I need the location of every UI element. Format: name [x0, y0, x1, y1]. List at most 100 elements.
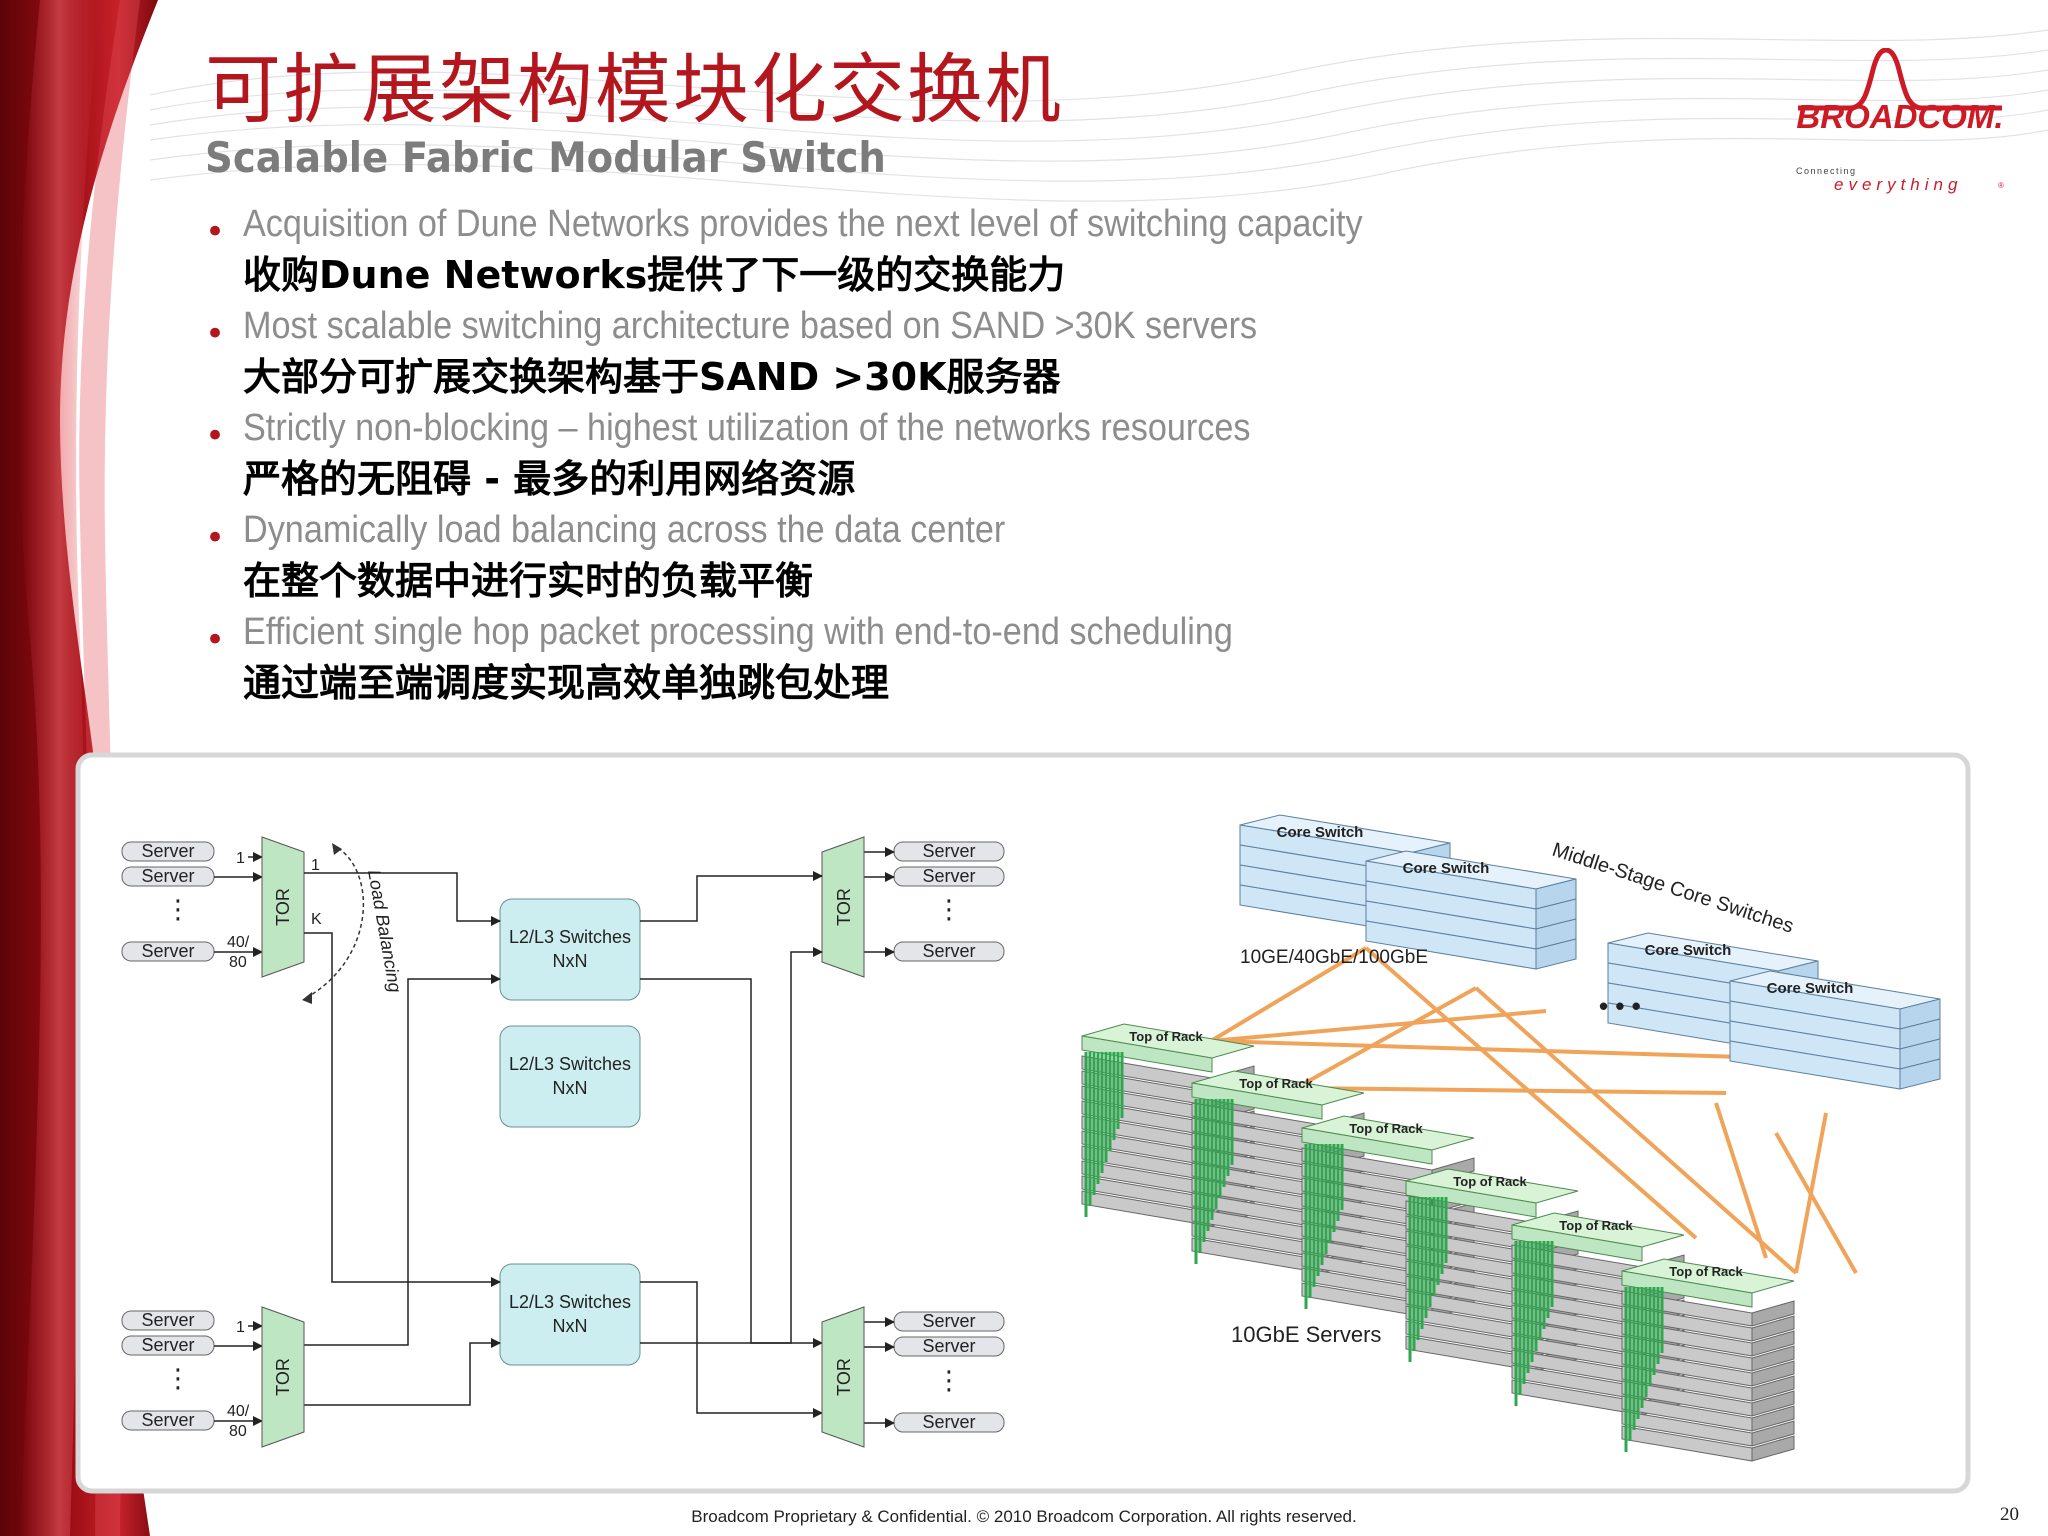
- server-box: Server: [121, 941, 215, 962]
- svg-text:Server: Server: [922, 866, 975, 886]
- top-of-rack-label: Top of Rack: [1669, 1264, 1743, 1279]
- ellipsis-vertical: ⋮: [165, 1363, 191, 1393]
- slide-title-english: Scalable Fabric Modular Switch: [205, 133, 886, 182]
- bullet-text-english: Efficient single hop packet processing w…: [243, 611, 1233, 653]
- svg-text:Server: Server: [141, 866, 194, 886]
- bullet-item: • Efficient single hop packet processing…: [205, 613, 1525, 715]
- server-group-bottom-right: Server Server ⋮ Server: [864, 1311, 1005, 1433]
- bullet-marker: •: [205, 518, 226, 558]
- core-switch-label: Core Switch: [1767, 980, 1854, 997]
- svg-text:Server: Server: [141, 1335, 194, 1355]
- server-box: Server: [121, 866, 215, 887]
- top-of-rack-label: Top of Rack: [1559, 1218, 1633, 1233]
- svg-text:Server: Server: [922, 1336, 975, 1356]
- svg-text:Server: Server: [141, 841, 194, 861]
- bullet-text-english: Most scalable switching architecture bas…: [243, 305, 1258, 347]
- bullet-text-chinese: 收购Dune Networks提供了下一级的交换能力: [243, 253, 1066, 297]
- footer-copyright: Broadcom Proprietary & Confidential. © 2…: [691, 1507, 1357, 1526]
- middle-stage-label: Middle-Stage Core Switches: [1549, 839, 1796, 938]
- bullet-list: • Acquisition of Dune Networks provides …: [205, 205, 1525, 715]
- svg-text:Server: Server: [141, 941, 194, 961]
- fabric-logical-diagram: Server Server ⋮ Server 1 40/ 80 TOR 1 K: [121, 836, 1005, 1448]
- uplink-label: K: [311, 911, 322, 928]
- svg-text:NxN: NxN: [553, 951, 588, 971]
- core-switch-stack: Core Switch: [1365, 850, 1577, 970]
- l2l3-switch-box-middle: L2/L3 Switches NxN: [499, 1025, 641, 1128]
- more-switches-ellipsis: • • •: [1599, 991, 1641, 1021]
- link-speed-label: 10GE/40GbE/100GbE: [1240, 947, 1428, 968]
- svg-text:TOR: TOR: [273, 888, 293, 926]
- server-group-top-right: Server Server ⋮ Server: [864, 841, 1005, 962]
- server-box: Server: [893, 941, 1005, 962]
- svg-text:Server: Server: [922, 1412, 975, 1432]
- server-group-top-left: Server Server ⋮ Server 1 40/ 80: [121, 841, 263, 971]
- logo-tagline-everything: everything: [1834, 175, 1962, 194]
- bullet-item: • Acquisition of Dune Networks provides …: [205, 205, 1525, 307]
- svg-text:L2/L3 Switches: L2/L3 Switches: [509, 1292, 631, 1312]
- port-ratio-label: 40/: [227, 934, 250, 951]
- svg-text:TOR: TOR: [834, 888, 854, 926]
- top-of-rack-label: Top of Rack: [1129, 1029, 1203, 1044]
- logo-tagline-connecting: Connecting: [1796, 166, 1857, 176]
- logo-pulse-mark: [1798, 48, 2002, 111]
- fabric-links: [304, 871, 823, 1418]
- svg-text:Server: Server: [141, 1310, 194, 1330]
- server-box: Server: [121, 1310, 215, 1331]
- bullet-text-english: Strictly non-blocking – highest utilizat…: [243, 407, 1251, 449]
- bullet-marker: •: [205, 212, 226, 252]
- core-switch-label: Core Switch: [1277, 824, 1364, 841]
- core-switch-label: Core Switch: [1645, 942, 1732, 959]
- tor-switch-bottom-left: TOR: [261, 1306, 305, 1448]
- bullet-text-english: Acquisition of Dune Networks provides th…: [243, 203, 1363, 245]
- server-rack: Top of Rack: [1621, 1258, 1795, 1462]
- port-ratio-label: 80: [229, 954, 247, 971]
- svg-text:L2/L3 Switches: L2/L3 Switches: [509, 1054, 631, 1074]
- server-box: Server: [893, 866, 1005, 887]
- background-swooshes: [149, 29, 2048, 202]
- server-box: Server: [893, 841, 1005, 862]
- logo-wordmark: BROADCOM.: [1796, 98, 2003, 135]
- bullet-text-chinese: 严格的无阻碍 - 最多的利用网络资源: [243, 457, 856, 501]
- svg-text:Server: Server: [141, 1410, 194, 1430]
- port-label: 1: [236, 850, 245, 867]
- broadcom-logo: BROADCOM. Connecting everything ®: [1796, 48, 2004, 194]
- svg-text:TOR: TOR: [834, 1358, 854, 1396]
- port-ratio-label: 80: [229, 1423, 247, 1440]
- bullet-text-chinese: 在整个数据中进行实时的负载平衡: [243, 559, 814, 603]
- server-group-bottom-left: Server Server ⋮ Server 1 40/ 80: [121, 1310, 263, 1440]
- ellipsis-vertical: ⋮: [936, 894, 962, 924]
- top-of-rack-label: Top of Rack: [1349, 1121, 1423, 1136]
- server-box: Server: [893, 1311, 1005, 1332]
- bullet-text-english: Dynamically load balancing across the da…: [243, 509, 1006, 551]
- ellipsis-vertical: ⋮: [936, 1365, 962, 1395]
- top-of-rack-label: Top of Rack: [1239, 1076, 1313, 1091]
- port-ratio-label: 40/: [227, 1403, 250, 1420]
- top-of-rack-label: Top of Rack: [1453, 1174, 1527, 1189]
- tor-switch-top-left: TOR: [261, 836, 305, 978]
- slide-title-chinese: 可扩展架构模块化交换机: [205, 45, 1063, 134]
- svg-text:Server: Server: [922, 1311, 975, 1331]
- server-box: Server: [121, 841, 215, 862]
- svg-text:NxN: NxN: [553, 1078, 588, 1098]
- network-diagram: Server Server ⋮ Server 1 40/ 80 TOR 1 K: [121, 814, 1941, 1462]
- logo-registered-mark: ®: [1998, 181, 2004, 190]
- load-balancing-arrow: [305, 847, 365, 999]
- tor-switch-top-right: TOR: [821, 836, 865, 978]
- svg-text:TOR: TOR: [273, 1358, 293, 1396]
- servers-label: 10GbE Servers: [1231, 1322, 1381, 1347]
- svg-text:L2/L3 Switches: L2/L3 Switches: [509, 927, 631, 947]
- bullet-item: • Strictly non-blocking – highest utiliz…: [205, 409, 1525, 511]
- server-box: Server: [121, 1335, 215, 1356]
- bullet-marker: •: [205, 416, 226, 456]
- bullet-text-chinese: 大部分可扩展交换架构基于SAND >30K服务器: [243, 355, 1061, 399]
- core-switch-label: Core Switch: [1403, 860, 1490, 877]
- bullet-marker: •: [205, 314, 226, 354]
- bullet-item: • Most scalable switching architecture b…: [205, 307, 1525, 409]
- core-switch-stack: Core Switch: [1729, 970, 1941, 1090]
- server-box: Server: [893, 1412, 1005, 1433]
- server-box: Server: [893, 1336, 1005, 1357]
- l2l3-switch-box-bottom: L2/L3 Switches NxN: [499, 1263, 641, 1366]
